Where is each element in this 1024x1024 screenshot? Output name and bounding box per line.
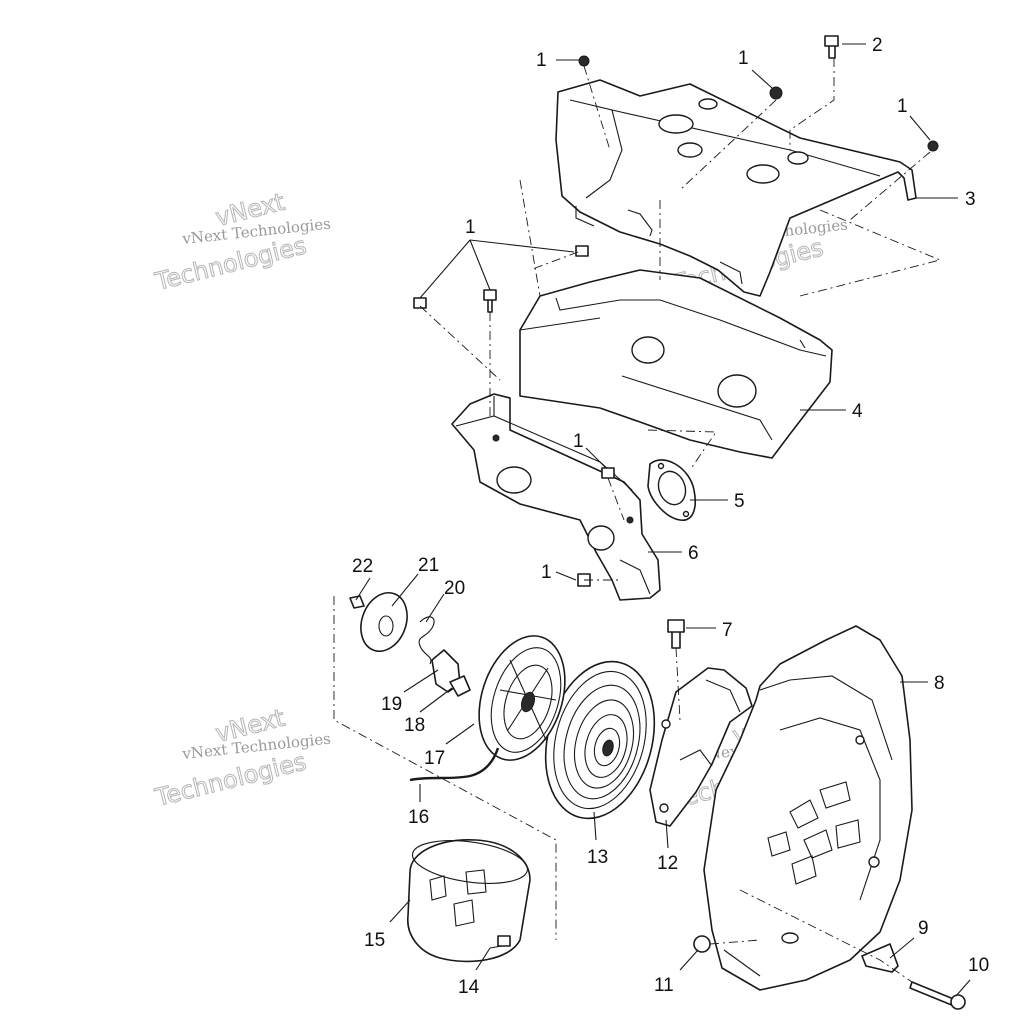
pulley-part-17 [478,635,566,761]
main-shroud-part-4 [519,269,833,459]
starter-cup-part-15 [407,839,531,963]
lower-bracket-part-6 [451,393,661,601]
fan-housing-part-8 [703,625,913,991]
callout-1-shroud: 1 [465,217,476,238]
nut-22 [349,595,365,609]
callout-21: 21 [418,555,439,576]
bolt-1g [601,467,615,479]
watermark-left-bottom: vNext vNext Technologies Technologies [151,703,331,812]
bolt-1a [578,55,590,67]
leader-lines [355,43,971,997]
callout-6: 6 [688,543,699,564]
upper-cover-part-3 [555,79,917,297]
callout-3: 3 [965,189,976,210]
callout-4: 4 [852,401,863,422]
callout-8: 8 [934,673,945,694]
bolt-2 [824,35,839,59]
callout-5: 5 [734,491,745,512]
callout-18: 18 [404,715,425,736]
spring-part-18 [449,675,471,697]
bolt-7 [667,619,685,649]
callout-12: 12 [657,853,678,874]
callout-1-lower: 1 [541,562,552,583]
callout-14: 14 [458,977,480,998]
bolt-10 [909,981,966,1010]
bolt-1f [483,289,497,313]
bolt-1c [927,140,939,152]
bolt-11 [693,935,711,953]
callout-7: 7 [722,620,733,641]
recoil-bracket-part-12 [649,667,753,827]
callout-19: 19 [381,694,402,715]
callout-13: 13 [587,847,608,868]
callout-9: 9 [918,918,929,939]
callout-numbers: 1 1 1 1 1 1 2 3 4 5 6 7 8 9 10 11 12 13 … [352,35,989,998]
callout-1-bracket: 1 [573,431,584,452]
callout-2: 2 [872,35,883,56]
gasket-part-5 [647,459,696,521]
callout-1-top-left: 1 [536,50,547,71]
callout-1-top-mid: 1 [738,48,749,69]
watermark-left-top: vNext vNext Technologies Technologies [151,187,331,296]
callout-17: 17 [424,748,445,769]
friction-plate-part-21 [360,592,408,652]
bolt-1e [413,297,427,309]
callout-22: 22 [352,556,373,577]
callout-20: 20 [444,578,465,599]
bolt-14 [497,935,511,947]
assembly-lines [333,58,942,983]
strap-part-9 [861,943,899,973]
callout-16: 16 [408,807,429,828]
bolt-1b [769,86,783,100]
callout-10: 10 [968,955,989,976]
bolt-1d [575,245,589,257]
recoil-spring-part-13 [544,660,656,820]
spring-clip-part-20 [418,616,435,665]
callout-15: 15 [364,930,385,951]
callout-11: 11 [654,975,674,996]
starter-rope-part-16 [409,747,500,782]
callout-1-top-right: 1 [897,96,908,117]
